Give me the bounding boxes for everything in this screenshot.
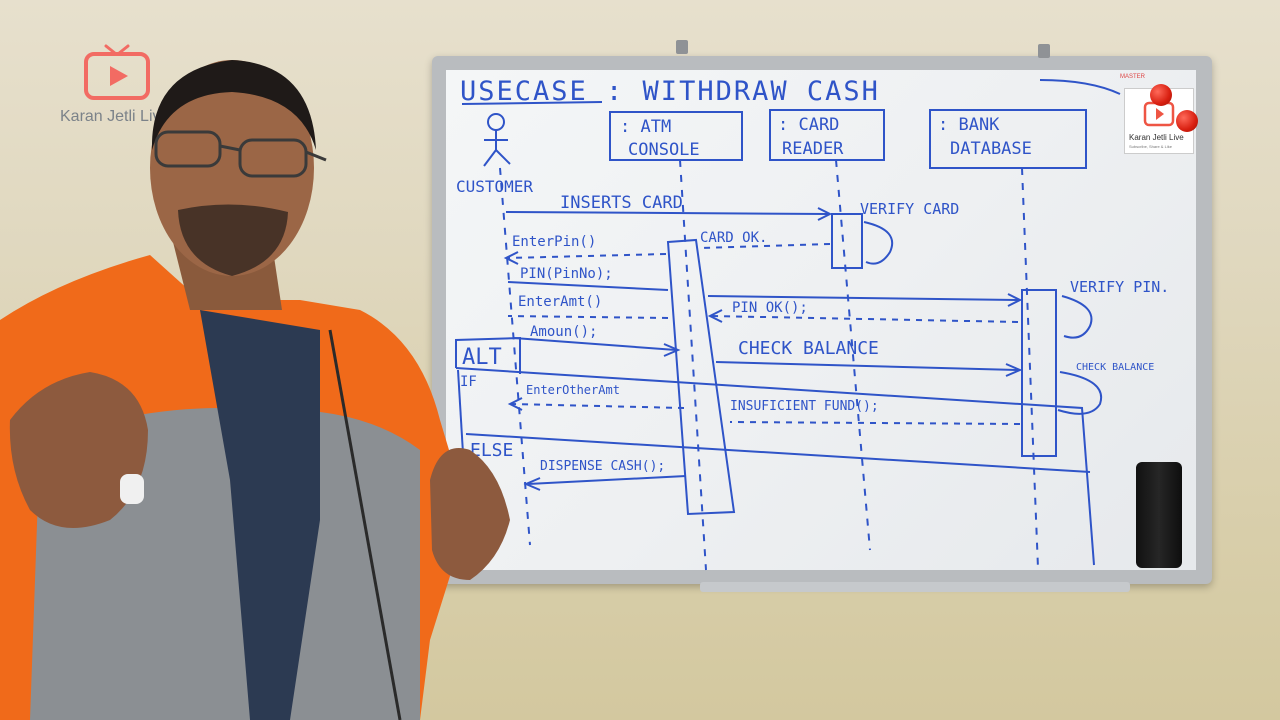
lifeline-bank-line2: DATABASE xyxy=(950,139,1032,159)
msg-enter-pin: EnterPin() xyxy=(512,234,596,250)
self-arrow-verify-card xyxy=(863,221,894,265)
msg-pin: PIN(PinNo); xyxy=(520,266,613,282)
activation-bar-bank xyxy=(1021,289,1057,457)
arrow-dispense-cash xyxy=(527,475,687,485)
msg-check-balance: CHECK BALANCE xyxy=(738,338,879,359)
alt-guard-else: ELSE xyxy=(470,440,513,461)
lifeline-card-line1: : CARD xyxy=(778,115,839,135)
marker-tray xyxy=(700,582,1130,592)
lifeline-atm-line2: CONSOLE xyxy=(628,140,700,160)
self-arrow-check-balance xyxy=(1057,371,1103,415)
lifeline-box-card-reader xyxy=(769,109,885,161)
right-hand xyxy=(430,448,510,580)
hair xyxy=(151,60,316,150)
msg-pin-ok: PIN OK(); xyxy=(732,300,808,316)
customer-stick-figure-icon xyxy=(483,113,511,167)
msg-check-balance-self: CHECK BALANCE xyxy=(1076,362,1154,373)
lifeline-box-atm-console xyxy=(609,111,743,161)
lifeline-box-bank-database xyxy=(929,109,1087,169)
whiteboard-surface xyxy=(446,70,1196,570)
hanging-hook-right xyxy=(1038,44,1050,58)
alt-fragment-tab xyxy=(455,336,521,374)
arrowhead-check-balance xyxy=(1005,363,1023,377)
msg-dispense-cash: DISPENSE CASH(); xyxy=(540,459,665,474)
arrow-amount xyxy=(513,337,677,351)
alt-fragment-frame xyxy=(455,367,1095,566)
marker-pen xyxy=(120,474,144,504)
lifeline-customer-dashed xyxy=(499,167,531,546)
arrowhead-enter-pin xyxy=(503,251,519,265)
sticker-name: Karan Jetli Live xyxy=(1129,133,1184,142)
activation-bar-atm xyxy=(666,238,736,516)
alt-guard-if: IF xyxy=(460,374,477,390)
arrow-inserts-card xyxy=(505,211,829,215)
arrow-check-balance xyxy=(715,361,1019,371)
arrow-pin-ok xyxy=(711,315,1019,323)
title-arrow-stroke xyxy=(1039,79,1121,95)
actor-label: CUSTOMER xyxy=(456,177,533,196)
msg-insufficient-fund: INSUFICIENT FUND(); xyxy=(730,399,879,414)
msg-amount: Amoun(); xyxy=(530,324,597,340)
msg-verify-card: VERIFY CARD xyxy=(860,200,959,218)
red-magnet-top xyxy=(1150,84,1172,106)
msg-card-ok: CARD OK. xyxy=(700,230,767,246)
navy-shirt xyxy=(200,310,320,720)
lifeline-bank-dashed xyxy=(1021,167,1039,569)
red-magnet-bottom xyxy=(1176,110,1198,132)
arrow-pin-to-bank xyxy=(707,295,1019,301)
channel-watermark-text: Karan Jetli Live xyxy=(60,108,170,125)
arrow-insufficient-fund xyxy=(729,421,1021,425)
title-underline xyxy=(461,101,603,105)
diagram-title: USECASE : WITHDRAW CASH xyxy=(460,76,880,107)
tv-play-logo-icon xyxy=(84,44,150,100)
arrowhead-enter-other-amt xyxy=(507,397,523,411)
lifeline-card-dashed xyxy=(835,159,871,551)
arrow-enter-amt xyxy=(507,315,669,319)
lifeline-card-line2: READER xyxy=(782,139,844,159)
arrowhead-pin-ok xyxy=(707,309,723,323)
msg-inserts-card: INSERTS CARD xyxy=(560,193,683,213)
jacket-zipper xyxy=(328,329,402,720)
activation-bar-card xyxy=(831,213,863,269)
left-hand xyxy=(9,372,149,528)
self-arrow-verify-pin xyxy=(1061,295,1093,339)
beard xyxy=(178,204,288,276)
msg-enter-amt: EnterAmt() xyxy=(518,294,602,310)
lifeline-atm-line1: : ATM xyxy=(620,117,671,137)
arrow-card-ok xyxy=(699,243,831,249)
msg-enter-other-amt: EnterOtherAmt xyxy=(526,383,620,397)
arrow-pin xyxy=(507,281,669,291)
arrowhead-inserts-card xyxy=(817,207,833,221)
sticker-tagline: Subscribe, Share & Like xyxy=(1129,144,1172,149)
board-eraser xyxy=(1136,462,1182,568)
alt-label: ALT xyxy=(462,345,502,370)
arrowhead-dispense-cash xyxy=(523,477,541,491)
board-brand-label: MASTER xyxy=(1120,74,1146,80)
eyeglasses-icon xyxy=(154,130,327,178)
arrow-enter-pin xyxy=(507,253,667,259)
arrowhead-amount xyxy=(663,343,681,357)
hanging-hook-left xyxy=(676,40,688,54)
arrowhead-pin-to-bank xyxy=(1007,293,1023,307)
arrow-enter-other-amt xyxy=(511,403,685,409)
lifeline-bank-line1: : BANK xyxy=(938,115,1000,135)
alt-else-divider xyxy=(465,433,1091,473)
msg-verify-pin: VERIFY PIN. xyxy=(1070,278,1169,296)
